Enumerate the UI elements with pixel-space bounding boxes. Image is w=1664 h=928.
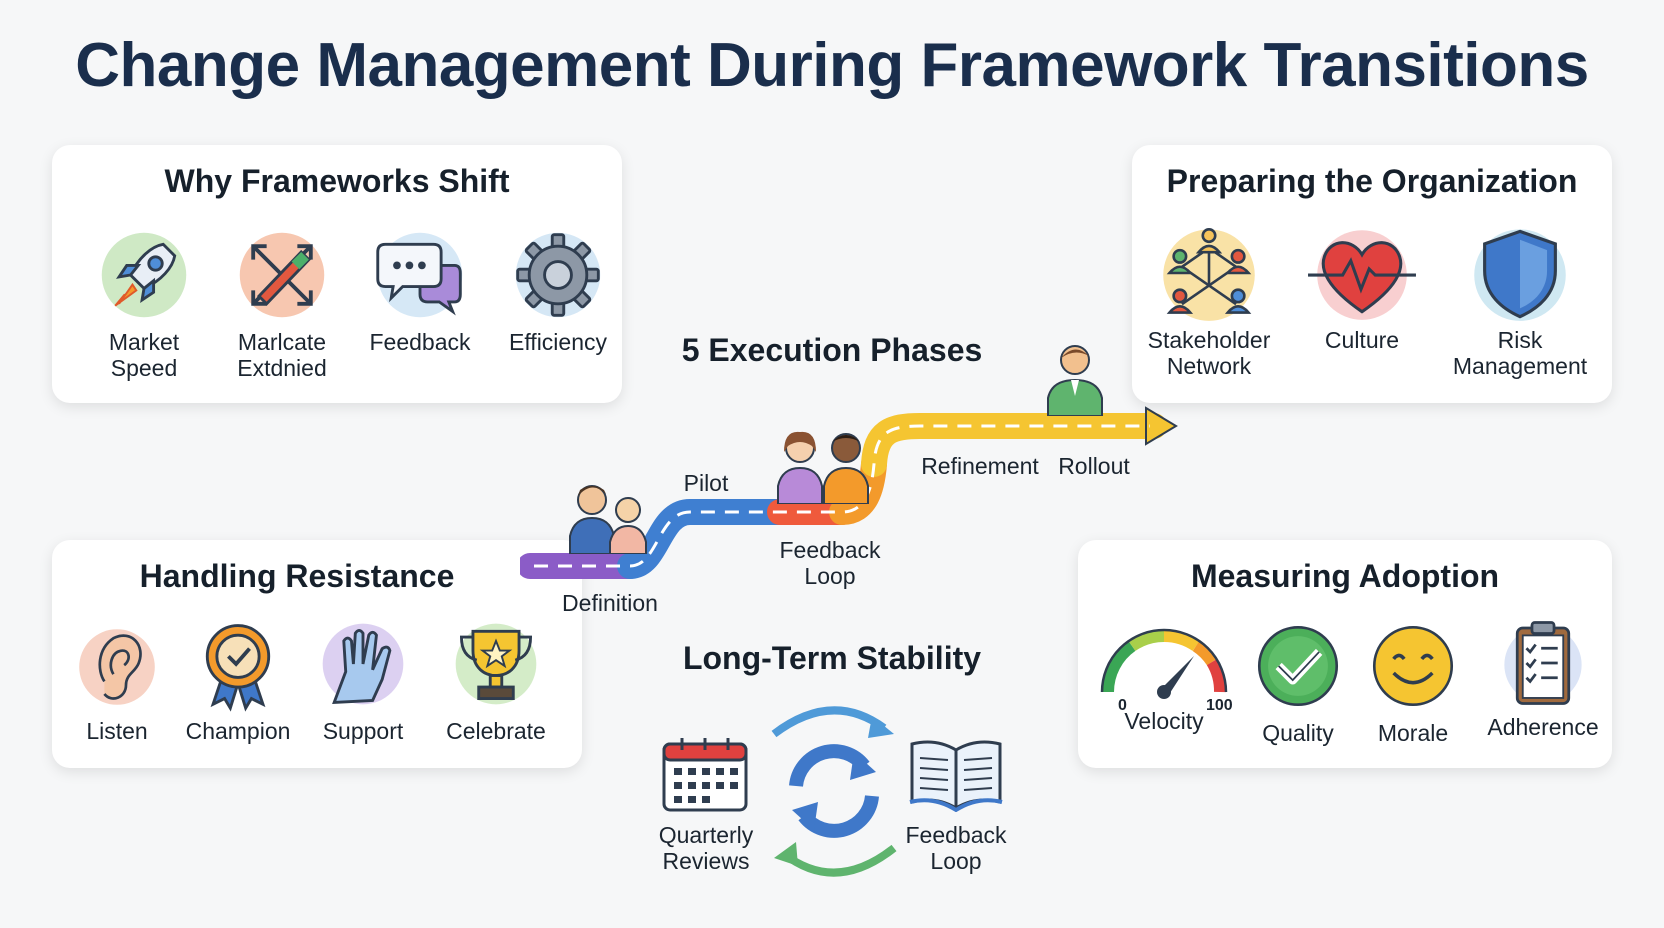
morale-item: Morale (1348, 622, 1478, 746)
why-frameworks-title: Why Frameworks Shift (164, 163, 510, 199)
heart-pulse-icon (1308, 230, 1416, 320)
adherence-item: Adherence (1476, 616, 1610, 740)
why-frameworks-panel: Why Frameworks Shift Market Speed Marlca… (52, 145, 622, 403)
phase-pilot-label: Pilot (683, 470, 729, 496)
velocity-item: Velocity (1094, 618, 1234, 734)
rocket-icon (101, 232, 187, 318)
morale-label: Morale (1377, 720, 1449, 746)
feedback-item: Feedback (350, 227, 490, 355)
long-term-stability-title: Long-Term Stability (682, 640, 982, 676)
adoption-title: Measuring Adoption (1190, 558, 1500, 594)
listen-item: Listen (62, 622, 172, 744)
velocity-label: Velocity (1124, 708, 1204, 734)
quality-label: Quality (1262, 720, 1334, 746)
gear-icon (515, 232, 601, 318)
execution-phases-title: 5 Execution Phases (681, 332, 983, 368)
resistance-title: Handling Resistance (139, 558, 455, 594)
market-extended-item: Marlcate Extdnied (212, 227, 352, 381)
market-speed-label: Market Speed (108, 329, 180, 381)
risk-management-label: Risk Management (1452, 327, 1588, 379)
page-title: Change Management During Framework Trans… (75, 31, 1589, 100)
refresh-cycle-icon (771, 706, 897, 877)
gauge-icon (1100, 628, 1228, 699)
people-feedback-icon (777, 431, 869, 504)
gauge-min-label: 0 (1118, 697, 1127, 714)
award-badge-icon (205, 624, 271, 712)
calendar-icon (662, 738, 748, 812)
gauge-max-label: 100 (1206, 697, 1233, 714)
phase-feedback-loop-label: Feedback Loop (779, 537, 881, 589)
open-book-icon (909, 740, 1003, 812)
trophy-icon (455, 623, 537, 705)
smiley-icon (1372, 625, 1454, 707)
shield-icon (1474, 229, 1566, 321)
phase-definition-label: Definition (562, 590, 658, 616)
phase-rollout-label: Rollout (1058, 453, 1130, 479)
quality-item: Quality (1228, 622, 1368, 746)
support-label: Support (322, 718, 404, 744)
people-definition-icon (569, 485, 647, 554)
risk-management-item: Risk Management (1432, 221, 1608, 379)
quarterly-reviews-label: Quarterly Reviews (658, 822, 754, 874)
celebrate-label: Celebrate (446, 718, 546, 744)
culture-label: Culture (1324, 327, 1400, 353)
champion-label: Champion (185, 718, 291, 744)
celebrate-item: Celebrate (426, 616, 566, 744)
person-rollout-icon (1047, 345, 1103, 416)
champion-item: Champion (168, 616, 308, 744)
adoption-panel: Measuring Adoption Velocity 0 100 Qualit… (1078, 540, 1612, 768)
culture-item: Culture (1292, 221, 1432, 353)
expand-arrows-icon (239, 232, 325, 318)
ear-icon (79, 629, 155, 705)
market-extended-label: Marlcate Extdnied (237, 329, 327, 381)
hands-icon (322, 623, 404, 705)
phase-refinement-label: Refinement (921, 453, 1039, 479)
stakeholder-network-label: Stakeholder Network (1147, 327, 1271, 379)
chat-bubbles-icon (376, 232, 463, 318)
clipboard-icon (1504, 621, 1582, 705)
efficiency-label: Efficiency (508, 329, 607, 355)
checkmark-icon (1257, 625, 1339, 707)
preparing-panel: Preparing the Organization Stakeholder N… (1132, 145, 1612, 403)
stakeholder-network-item: Stakeholder Network (1136, 221, 1282, 379)
phases-road (520, 406, 1178, 579)
efficiency-item: Efficiency (488, 227, 628, 355)
network-people-icon (1163, 228, 1255, 321)
market-speed-item: Market Speed (74, 227, 214, 381)
stability-feedback-loop-label: Feedback Loop (905, 822, 1007, 874)
preparing-title: Preparing the Organization (1166, 163, 1578, 199)
support-item: Support (298, 616, 428, 744)
adherence-label: Adherence (1487, 714, 1599, 740)
feedback-label: Feedback (369, 329, 471, 355)
listen-label: Listen (86, 718, 148, 744)
resistance-panel: Handling Resistance Listen Champion Supp… (52, 540, 582, 768)
